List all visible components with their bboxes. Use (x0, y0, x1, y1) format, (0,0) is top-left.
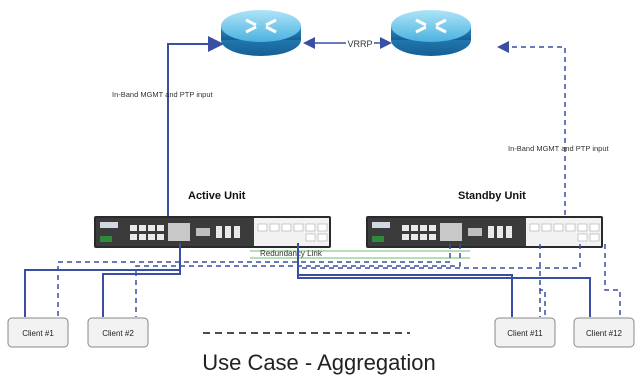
vrrp-link: VRRP (303, 37, 392, 49)
client-label: Client #1 (22, 329, 54, 338)
redundancy-link: Redundancy Link (250, 249, 470, 259)
vrrp-label: VRRP (347, 39, 372, 49)
mgmt-label-left: In-Band MGMT and PTP input (112, 90, 214, 99)
client-label: Client #12 (586, 329, 623, 338)
client-box-11: Client #11 (494, 317, 556, 348)
mgmt-link-left: In-Band MGMT and PTP input (112, 36, 224, 225)
client-box-2: Client #2 (87, 317, 149, 348)
client-box-1: Client #1 (7, 317, 69, 348)
router-icon-right (391, 10, 471, 56)
client-links-solid (24, 243, 591, 317)
active-unit-title: Active Unit (188, 190, 246, 202)
mgmt-label-right: In-Band MGMT and PTP input (508, 144, 610, 153)
client-label: Client #2 (102, 329, 134, 338)
redundancy-link-label: Redundancy Link (260, 249, 323, 258)
mgmt-link-right: In-Band MGMT and PTP input (497, 41, 610, 224)
client-box-12: Client #12 (573, 317, 635, 348)
diagram-caption: Use Case - Aggregation (202, 350, 436, 375)
network-device-icon-active (94, 216, 331, 248)
client-label: Client #11 (507, 329, 543, 338)
client-links-dashed (57, 244, 621, 317)
standby-unit-title: Standby Unit (458, 190, 526, 202)
network-device-icon-standby (366, 216, 603, 248)
router-icon-left (221, 10, 301, 56)
